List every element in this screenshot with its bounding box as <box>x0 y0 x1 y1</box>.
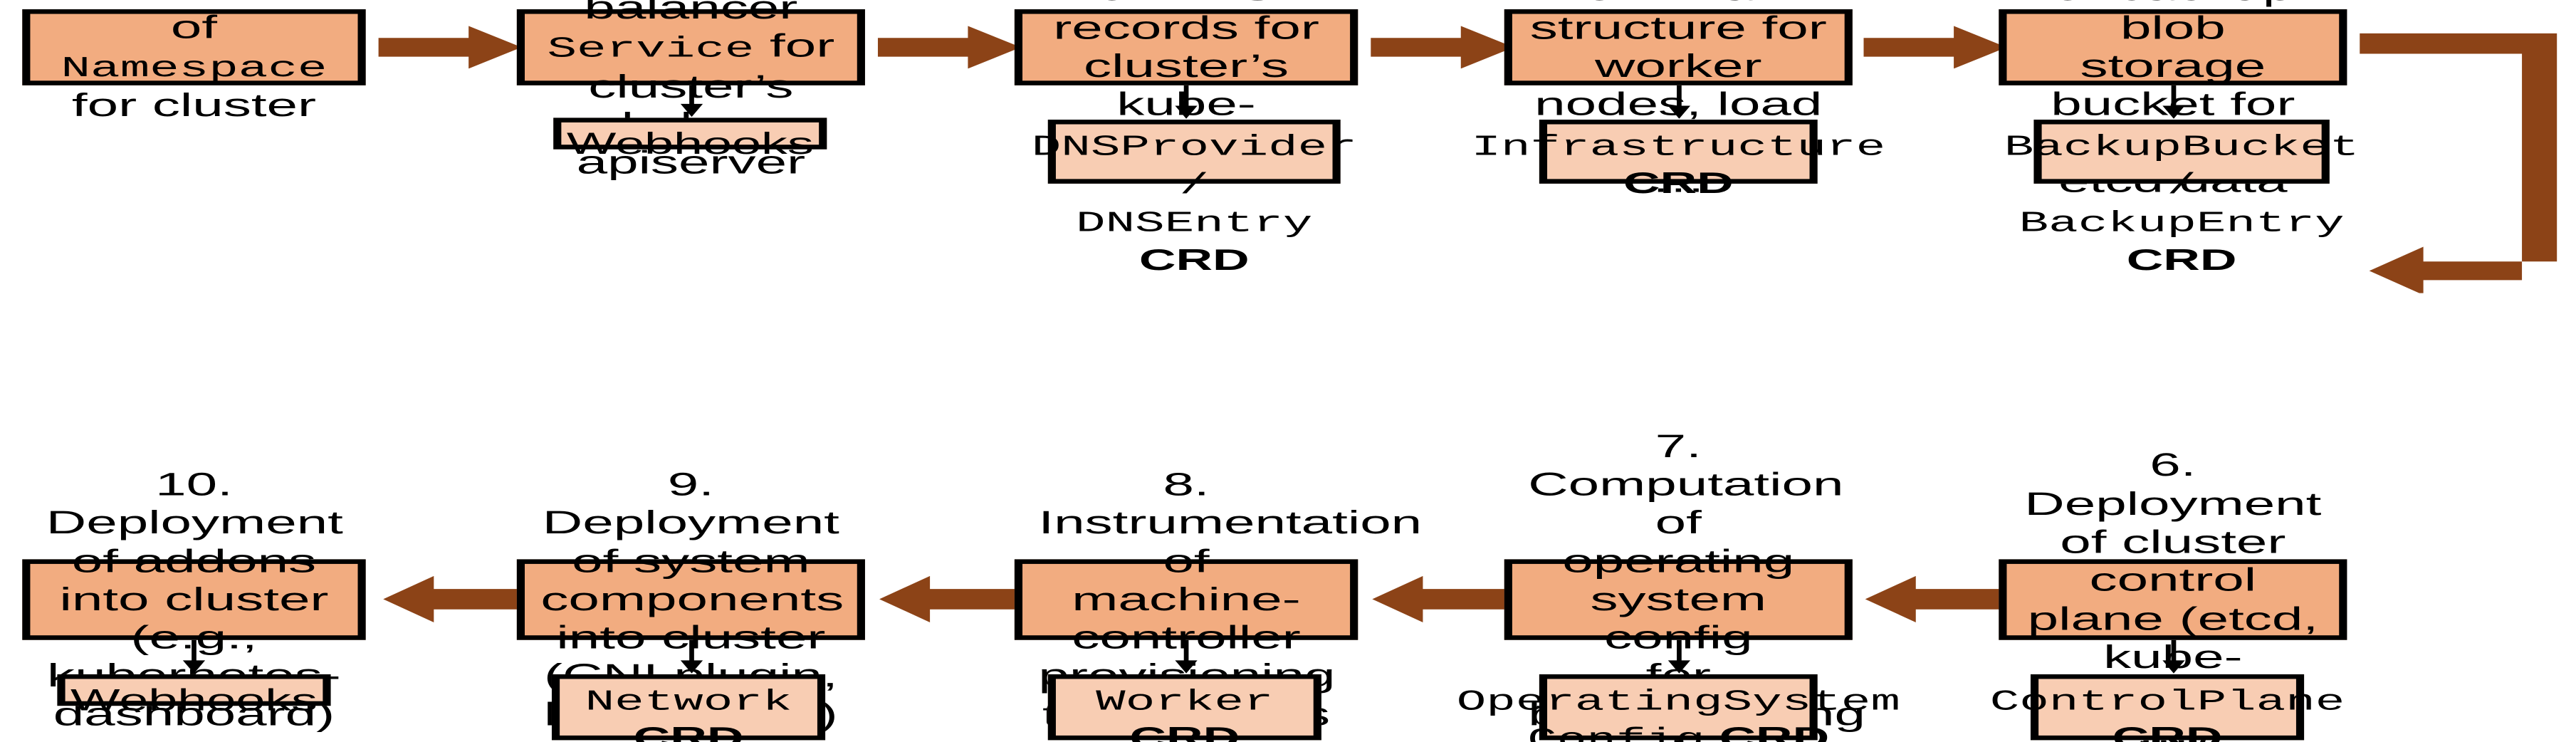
step-3-line-1: 3. Creation of DNS <box>1050 0 1322 8</box>
step-box-5[interactable]: 5. Preparation of backupblob storage buc… <box>1999 0 2347 199</box>
connector-step-7-to-crd <box>1667 639 1691 674</box>
crd-9-line-1: Network <box>585 686 792 719</box>
step-2-line-2a: balancer <box>584 0 798 26</box>
connector-step-4-to-crd <box>1667 85 1691 119</box>
step-5-line-1: 5. Preparation of backup <box>2029 0 2317 8</box>
step-box-8[interactable]: 8. Instrumentation ofmachine-controllerp… <box>1014 466 1422 733</box>
step-box-2[interactable]: 2. Creation of loadbalancer Service forc… <box>516 0 865 181</box>
arrow-left-icon-6-to-7 <box>1865 575 2002 622</box>
crd-3-tag: CRD <box>1138 242 1250 276</box>
crd-3-line-2: DNSEntry <box>1076 208 1313 241</box>
step-8-line-1: 8. Instrumentation of <box>1038 466 1423 580</box>
crd-8-tag: CRD <box>1129 721 1240 742</box>
crd-6-line-1: ControlPlane <box>1989 686 2345 719</box>
step-3-line-2: records for cluster’s <box>1053 9 1319 85</box>
step-7-line-1: 7. Computation of <box>1528 428 1844 541</box>
crd-7-tag: CRD <box>1719 721 1830 742</box>
connector-step-9-to-artifacts <box>680 639 703 674</box>
arrow-left-icon-7-to-8 <box>1372 575 1509 622</box>
step-9-line-1: 9. Deployment of system <box>542 466 839 580</box>
crd-3-line-1: DNSProvider / <box>1031 131 1357 203</box>
crd-7-line-2: Config <box>1527 724 1705 742</box>
step-6-line-2: control plane (etcd, <box>2027 562 2319 637</box>
connector-step-2-to-webhooks <box>680 85 703 117</box>
step-box-4[interactable]: 4. Preparation of infra-structure for wo… <box>1504 0 1853 199</box>
step-2-line-2c: for <box>754 28 835 65</box>
step-1-line-3: for cluster <box>71 88 317 124</box>
crd-6-tag: CRD <box>2112 721 2223 742</box>
connector-step-3-to-crd <box>1175 85 1198 119</box>
crd-5-tag: CRD <box>2126 242 2237 276</box>
arrow-left-icon-9-to-10 <box>383 575 520 622</box>
step-4-line-1: 4. Preparation of infra- <box>1534 0 1822 8</box>
artifact-box-10-webhooks[interactable]: Webhooks <box>57 674 331 717</box>
crd-7-line-1: OperatingSystem <box>1456 686 1900 719</box>
crd-label-9: Network CRD <box>560 679 817 742</box>
artifact-box-2-webhooks[interactable]: Webhooks <box>553 117 827 160</box>
arrow-right-icon-2-to-3 <box>877 26 1021 69</box>
step-8-line-2: machine-controller <box>1072 581 1301 657</box>
crd-8-line-1: Worker <box>1096 686 1274 719</box>
connector-step-8-to-crd <box>1175 639 1198 674</box>
arrow-right-icon-3-to-4 <box>1371 26 1514 69</box>
webhooks-label-2: Webhooks <box>566 126 814 161</box>
arrow-right-icon-4-to-5 <box>1863 26 2007 69</box>
step-9-line-2: components into cluster <box>540 581 844 657</box>
step-1-line-1: 1. Creation of <box>58 0 330 46</box>
crd-5-line-2: BackupEntry <box>2019 208 2345 241</box>
step-2-line-2b: Service <box>547 33 755 66</box>
step-1-line-2: Namespace <box>61 53 328 85</box>
connector-step-6-to-artifacts <box>2162 639 2185 674</box>
step-10-line-2: into cluster (e.g., <box>59 581 329 657</box>
arrow-wrap-icon-5-to-6 <box>2360 33 2557 293</box>
crd-4-tag: CRD <box>1623 166 1734 200</box>
artifact-box-6-stack[interactable]: ControlPlane CRD Webhooks <box>1990 674 2345 742</box>
artifact-box-5-crd[interactable]: BackupBucket / BackupEntry CRD <box>2004 120 2359 276</box>
webhooks-label-10: Webhooks <box>70 682 318 717</box>
step-10-line-1: 10. Deployment of addons <box>46 466 343 580</box>
connector-step-5-to-crd <box>2162 85 2185 119</box>
connector-step-10-to-webhooks <box>182 639 206 674</box>
crd-label-6: ControlPlane CRD <box>1990 679 2345 742</box>
arrow-left-icon-8-to-9 <box>879 575 1017 622</box>
step-4-line-2: structure for worker <box>1529 9 1827 85</box>
step-6-line-1: 6. Deployment of cluster <box>2024 447 2322 560</box>
step-7-line-2: operating system config <box>1562 543 1795 657</box>
artifact-box-3-crd[interactable]: DNSProvider / DNSEntry CRD <box>1032 120 1357 276</box>
crd-label-3: DNSProvider / DNSEntry CRD <box>1032 125 1357 281</box>
crd-5-line-1: BackupBucket / <box>2004 131 2360 203</box>
step-box-3[interactable]: 3. Creation of DNSrecords for cluster’sk… <box>1014 0 1358 161</box>
crd-label-5: BackupBucket / BackupEntry CRD <box>2004 125 2360 281</box>
artifact-box-9-stack[interactable]: Network CRD Webhooks <box>551 674 826 742</box>
arrow-right-icon-1-to-2 <box>378 26 522 69</box>
crd-9-tag: CRD <box>633 721 744 742</box>
crd-4-line-1: Infrastructure <box>1471 131 1886 164</box>
